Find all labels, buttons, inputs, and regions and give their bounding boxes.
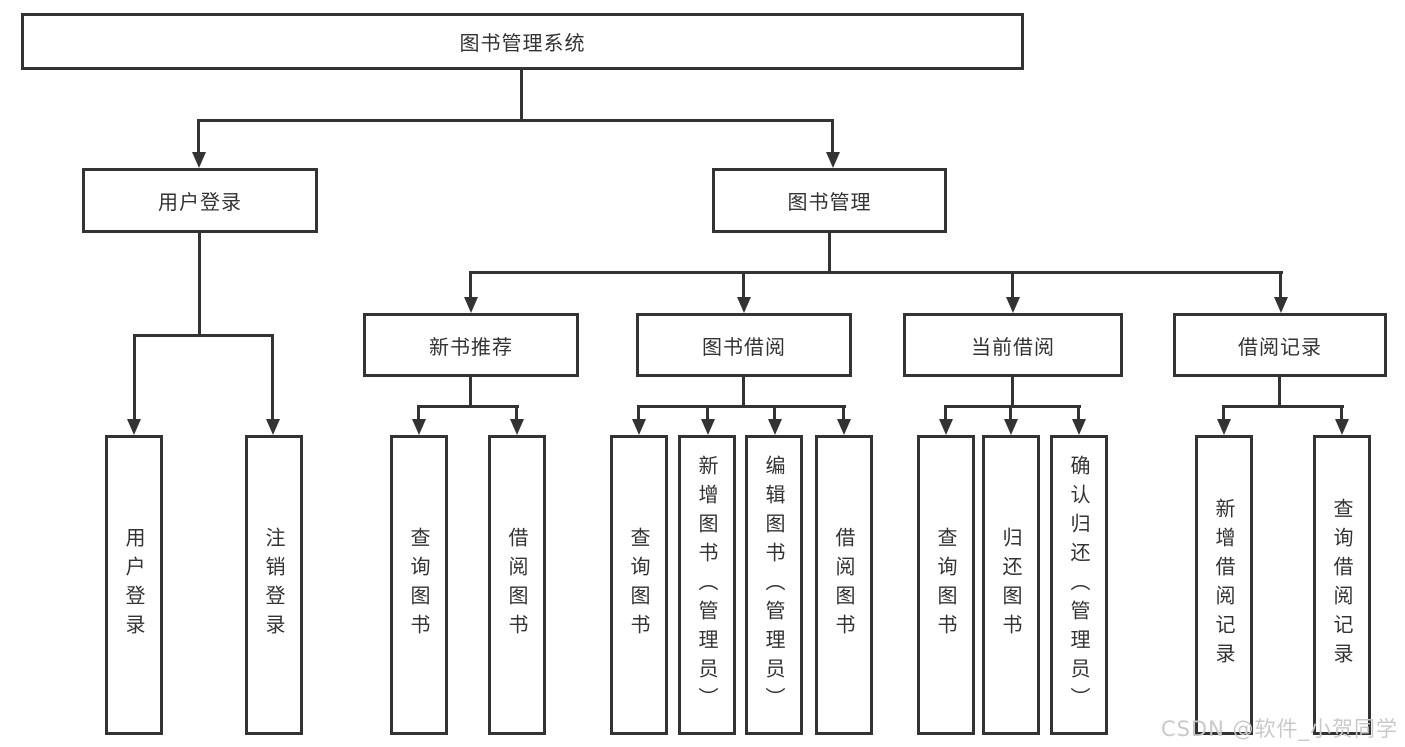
node-book-mgmt-label: 图书管理 [787,190,872,214]
leaf-borrow-edit-label: 编辑图书（管理员） [762,454,786,716]
leaf-borrow-edit: 编辑图书（管理员） [745,435,803,735]
node-root-label: 图书管理系统 [459,31,586,55]
node-book-mgmt: 图书管理 [712,168,947,233]
connector-line [742,377,745,408]
connector-line [944,405,1081,408]
leaf-user-login-label: 用户登录 [122,527,146,643]
connector-line [520,70,523,120]
leaf-current-return-label: 归还图书 [999,527,1023,643]
leaf-newbooks-query-label: 查询图书 [407,527,431,643]
arrowhead-down-icon [1274,297,1288,313]
leaf-borrow-add: 新增图书（管理员） [678,435,736,735]
leaf-current-query: 查询图书 [917,435,975,735]
leaf-record-query: 查询借阅记录 [1313,435,1371,735]
leaf-borrow-add-label: 新增图书（管理员） [695,454,719,716]
arrowhead-down-icon [632,419,646,435]
node-borrow-records: 借阅记录 [1173,313,1387,377]
connector-line [133,334,136,421]
arrowhead-down-icon [192,152,206,168]
arrowhead-down-icon [701,419,715,435]
leaf-current-return: 归还图书 [982,435,1040,735]
leaf-logout: 注销登录 [245,435,303,735]
connector-line [831,119,834,155]
leaf-record-query-label: 查询借阅记录 [1330,498,1354,672]
node-book-borrow-label: 图书借阅 [702,334,786,359]
leaf-current-query-label: 查询图书 [934,527,958,643]
leaf-borrow-query-label: 查询图书 [627,527,651,643]
arrowhead-down-icon [737,297,751,313]
connector-line [773,405,776,421]
leaf-record-add: 新增借阅记录 [1195,435,1253,735]
arrowhead-down-icon [266,419,280,435]
arrowhead-down-icon [1006,297,1020,313]
arrowhead-down-icon [939,419,953,435]
connector-line [198,233,201,336]
connector-line [1340,405,1343,421]
connector-line [469,377,472,408]
arrowhead-down-icon [837,419,851,435]
leaf-borrow-borrow-label: 借阅图书 [832,527,856,643]
leaf-newbooks-query: 查询图书 [390,435,448,735]
connector-line [1222,405,1344,408]
node-book-borrow: 图书借阅 [636,313,852,377]
connector-line [637,405,846,408]
leaf-user-login: 用户登录 [105,435,163,735]
connector-line [1011,377,1014,408]
arrowhead-down-icon [127,419,141,435]
connector-line [944,405,947,421]
leaf-record-add-label: 新增借阅记录 [1212,498,1236,672]
connector-line [271,334,274,421]
connector-line [1278,377,1281,408]
connector-line [1279,271,1282,299]
leaf-borrow-borrow: 借阅图书 [815,435,873,735]
node-new-books: 新书推荐 [363,313,579,377]
connector-line [637,405,640,421]
leaf-newbooks-borrow: 借阅图书 [488,435,546,735]
connector-line [515,405,518,421]
node-user-login-label: 用户登录 [158,190,242,214]
arrowhead-down-icon [412,419,426,435]
connector-line [469,271,472,299]
node-new-books-label: 新书推荐 [429,334,513,359]
connector-line [1009,405,1012,421]
arrowhead-down-icon [1217,419,1231,435]
node-user-login: 用户登录 [82,168,318,233]
leaf-current-confirm-label: 确认归还（管理员） [1067,454,1091,716]
arrowhead-down-icon [1004,419,1018,435]
arrowhead-down-icon [510,419,524,435]
node-borrow-records-label: 借阅记录 [1238,334,1322,359]
arrowhead-down-icon [1335,419,1349,435]
connector-line [706,405,709,421]
arrowhead-down-icon [464,297,478,313]
connector-line [133,334,274,337]
connector-line [197,119,200,155]
leaf-logout-label: 注销登录 [262,527,286,643]
arrowhead-down-icon [768,419,782,435]
connector-line [828,233,831,273]
leaf-current-confirm: 确认归还（管理员） [1050,435,1108,735]
connector-line [417,405,420,421]
connector-line [417,405,519,408]
connector-line [1011,271,1014,299]
connector-line [842,405,845,421]
connector-line [469,271,1283,274]
leaf-newbooks-borrow-label: 借阅图书 [505,527,529,643]
arrowhead-down-icon [1072,419,1086,435]
node-current-borrow-label: 当前借阅 [971,334,1055,359]
leaf-borrow-query: 查询图书 [610,435,668,735]
node-current-borrow: 当前借阅 [903,313,1123,377]
node-root: 图书管理系统 [21,13,1024,70]
csdn-watermark: CSDN @软件_小贺同学 [1160,717,1398,741]
connector-line [742,271,745,299]
arrowhead-down-icon [826,152,840,168]
connector-line [197,119,834,122]
connector-line [1222,405,1225,421]
connector-line [1077,405,1080,421]
